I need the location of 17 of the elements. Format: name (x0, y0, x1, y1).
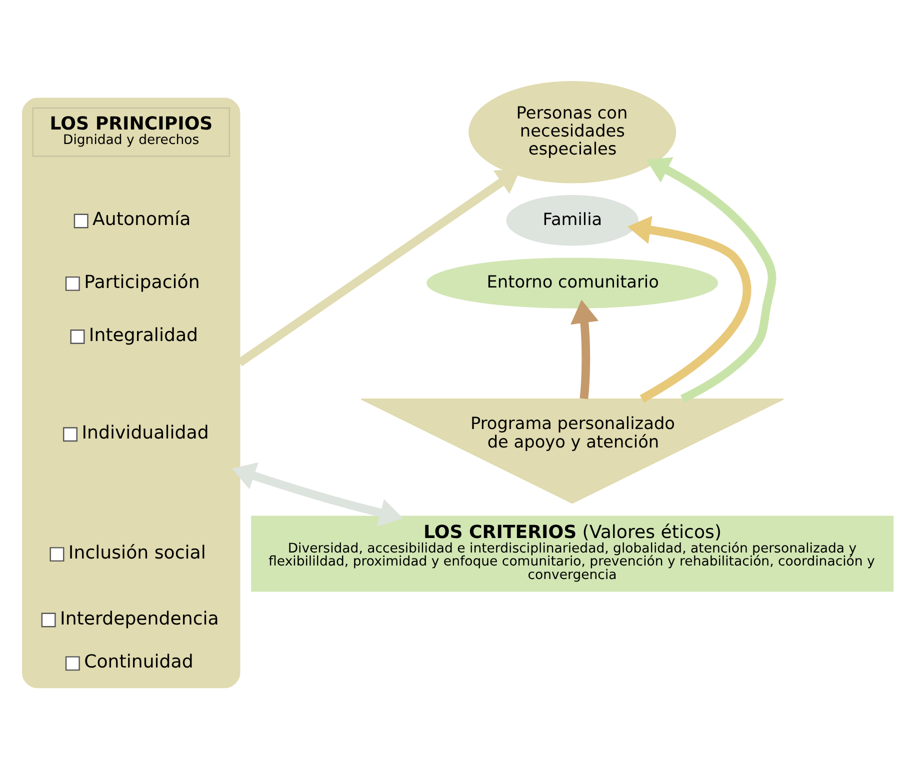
cluster (22, 97, 240, 688)
node-label: Inclusión social (68, 542, 206, 564)
node-label: Continuidad (84, 651, 194, 672)
arrow (232, 462, 404, 526)
arrow (237, 168, 520, 366)
node-label: Participación (84, 271, 200, 292)
arrow (646, 156, 776, 402)
node-box: LOS CRITERIOS (Valores éticos) Diversidad, accesibilidad e interdisciplinariedad, globalidad, atención personalizada y flexibilildad, proximidad y enfoque comunitario, prevención y rehabilitación, coordinación y convergencia (251, 515, 894, 592)
node-ellipse: Familia (506, 194, 639, 246)
arrow (627, 215, 751, 402)
arrow (570, 299, 599, 399)
node-label: Autonomía (92, 208, 191, 230)
node-label: Integralidad (88, 324, 198, 346)
node-box: LOS PRINCIPIOS Dignidad y derechos (32, 106, 230, 156)
node-label: Individualidad (82, 422, 209, 444)
node-label: Interdependencia (60, 608, 219, 629)
node-ellipse: Entorno comunitario (426, 257, 718, 308)
